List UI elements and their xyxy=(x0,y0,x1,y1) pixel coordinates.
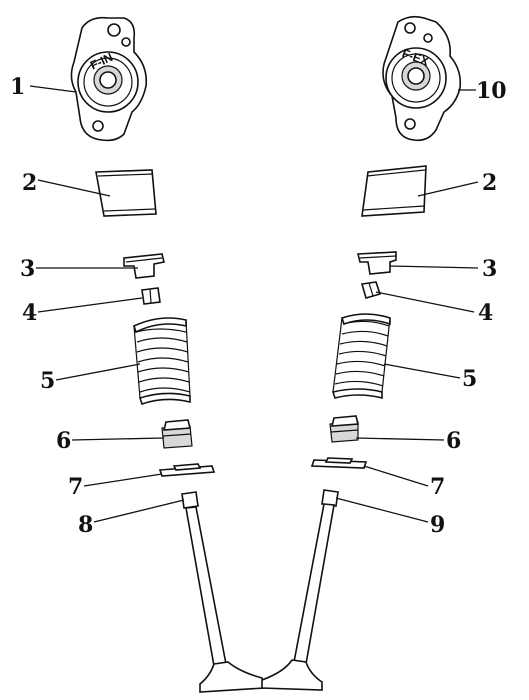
intake-stem-seal xyxy=(161,419,193,449)
callout-9: 9 xyxy=(430,512,445,538)
callout-numbers: 1 2 3 4 5 6 7 8 10 2 3 4 5 6 7 9 xyxy=(10,74,507,538)
exhaust-spring-seat xyxy=(310,457,368,469)
intake-rocker-arm: F-IN xyxy=(70,16,148,142)
callout-5-right: 5 xyxy=(462,366,477,392)
exhaust-valve-spring xyxy=(331,313,391,400)
leader-lines xyxy=(29,85,479,523)
callout-6-left: 6 xyxy=(56,428,71,454)
callout-2-left: 2 xyxy=(22,170,37,196)
callout-7-right: 7 xyxy=(430,474,445,500)
intake-spring-retainer xyxy=(123,253,165,279)
exhaust-valve-cotter xyxy=(360,281,382,299)
callout-1: 1 xyxy=(10,74,25,100)
callout-6-right: 6 xyxy=(446,428,461,454)
callout-3-left: 3 xyxy=(20,256,35,282)
intake-valve-spring xyxy=(133,317,191,406)
callout-4-left: 4 xyxy=(22,300,37,326)
callout-5-left: 5 xyxy=(40,368,55,394)
intake-tappet xyxy=(95,169,157,217)
callout-8: 8 xyxy=(78,512,93,538)
exhaust-spring-retainer xyxy=(356,251,397,275)
callout-3-right: 3 xyxy=(482,256,497,282)
callout-2-right: 2 xyxy=(482,170,497,196)
intake-valve xyxy=(181,491,265,693)
exhaust-valve xyxy=(261,489,339,691)
callout-10: 10 xyxy=(476,78,507,104)
exhaust-rocker-arm: F-EX xyxy=(382,15,462,142)
exhaust-tappet xyxy=(361,165,427,217)
callout-7-left: 7 xyxy=(68,474,83,500)
intake-spring-seat xyxy=(158,463,216,477)
intake-valve-cotter xyxy=(141,287,161,305)
callout-4-right: 4 xyxy=(478,300,493,326)
exhaust-stem-seal xyxy=(329,415,360,443)
